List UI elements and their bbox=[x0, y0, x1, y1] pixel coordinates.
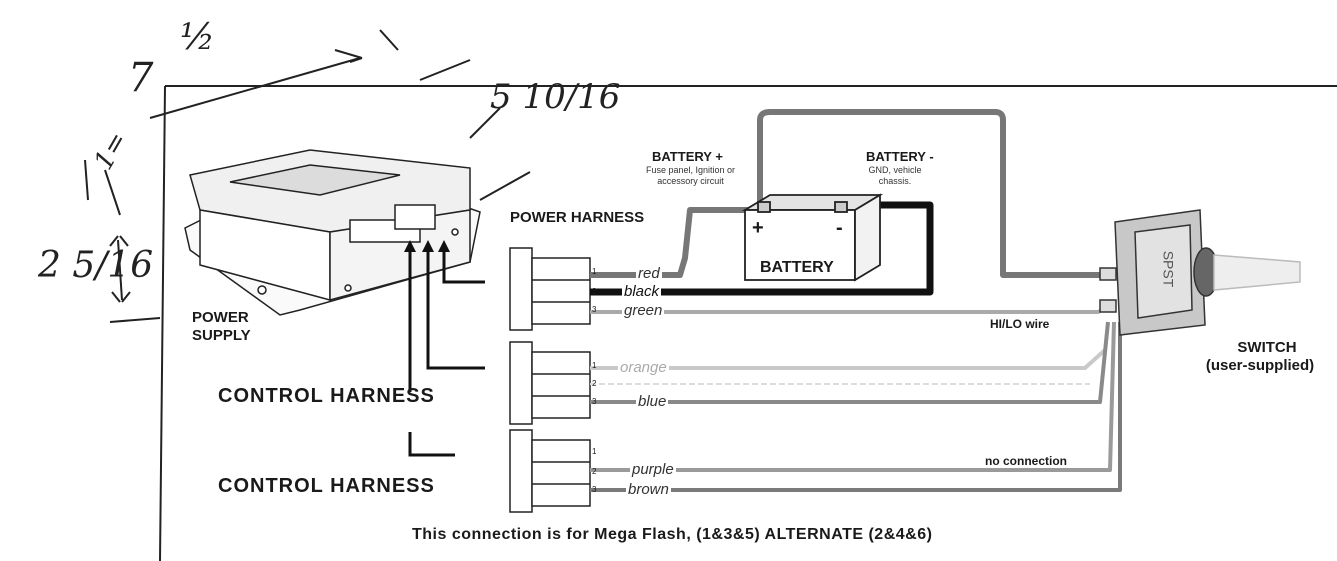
pin-number: 1 bbox=[592, 267, 597, 276]
battery-shape bbox=[741, 193, 884, 282]
control-harness-label-2: CONTROL HARNESS bbox=[218, 475, 435, 497]
pin-number: 1 bbox=[592, 447, 597, 456]
power-harness-label: POWER HARNESS bbox=[510, 209, 645, 226]
power-supply-box bbox=[184, 149, 481, 316]
pin-number: 3 bbox=[592, 485, 597, 494]
battery-plus-note-line1: Fuse panel, Ignition or bbox=[645, 165, 736, 175]
wire-label-red: red bbox=[636, 265, 662, 282]
wire-red bbox=[590, 109, 1105, 278]
wire-brown bbox=[590, 322, 1122, 492]
switch-label-line1: SWITCH bbox=[1237, 339, 1297, 356]
control-harness-connector-2 bbox=[509, 429, 591, 513]
wire-blue bbox=[590, 321, 1110, 404]
battery-minus-sign: - bbox=[836, 217, 843, 239]
caption: This connection is for Mega Flash, (1&3&… bbox=[412, 526, 933, 543]
wire-orange bbox=[590, 348, 1107, 370]
arrow-heads bbox=[404, 240, 450, 252]
handwritten-depth: 5 10/16 bbox=[490, 77, 621, 117]
pin-number: 1 bbox=[592, 361, 597, 370]
handwritten-marks bbox=[84, 29, 531, 323]
pin-number: 2 bbox=[592, 379, 597, 388]
harness-arrows bbox=[408, 248, 485, 457]
handwritten-width-whole: 7 bbox=[128, 55, 154, 101]
switch-label-line2: (user-supplied) bbox=[1205, 357, 1315, 374]
handwritten-width-fraction: ½ bbox=[180, 17, 215, 58]
pin-number: 3 bbox=[592, 397, 597, 406]
wires bbox=[590, 109, 1122, 492]
switch-body bbox=[1099, 209, 1301, 336]
no-connection-label: no connection bbox=[985, 454, 1067, 468]
battery-minus-label: BATTERY - bbox=[866, 149, 934, 164]
diagram-frame bbox=[159, 85, 1337, 561]
wire-label-brown: brown bbox=[626, 481, 671, 498]
wire-purple bbox=[590, 321, 1116, 472]
pin-number: 2 bbox=[592, 467, 597, 476]
battery-minus-note-line2: chassis. bbox=[878, 176, 912, 186]
wire-label-black: black bbox=[622, 283, 662, 300]
power-harness-connector bbox=[509, 247, 591, 331]
hi-lo-wire-label: HI/LO wire bbox=[990, 317, 1050, 331]
switch-face-label: SPST bbox=[1160, 250, 1177, 288]
wire-label-green: green bbox=[622, 302, 665, 319]
pin-number: 3 bbox=[592, 305, 597, 314]
pin-number: 2 bbox=[592, 287, 597, 296]
power-supply-label-line1: POWER bbox=[192, 309, 249, 326]
power-supply-label-line2: SUPPLY bbox=[192, 327, 251, 344]
wire-green bbox=[590, 306, 1107, 314]
handwritten-height: 2 5/16 bbox=[38, 245, 154, 286]
battery-plus-label: BATTERY + bbox=[652, 149, 723, 164]
wire-label-orange: orange bbox=[618, 359, 669, 376]
control-harness-connector-1 bbox=[509, 341, 591, 425]
battery-plus-sign: + bbox=[752, 217, 764, 239]
wire-black bbox=[590, 201, 934, 296]
wire-label-purple: purple bbox=[630, 461, 676, 478]
wire-label-blue: blue bbox=[636, 393, 669, 410]
harness-connectors bbox=[509, 247, 591, 513]
battery-minus-note-line1: GND, vehicle bbox=[868, 165, 922, 175]
battery-plus-note-line2: accessory circuit bbox=[657, 176, 724, 186]
battery-label: BATTERY bbox=[760, 259, 834, 276]
control-harness-label-1: CONTROL HARNESS bbox=[218, 385, 435, 407]
